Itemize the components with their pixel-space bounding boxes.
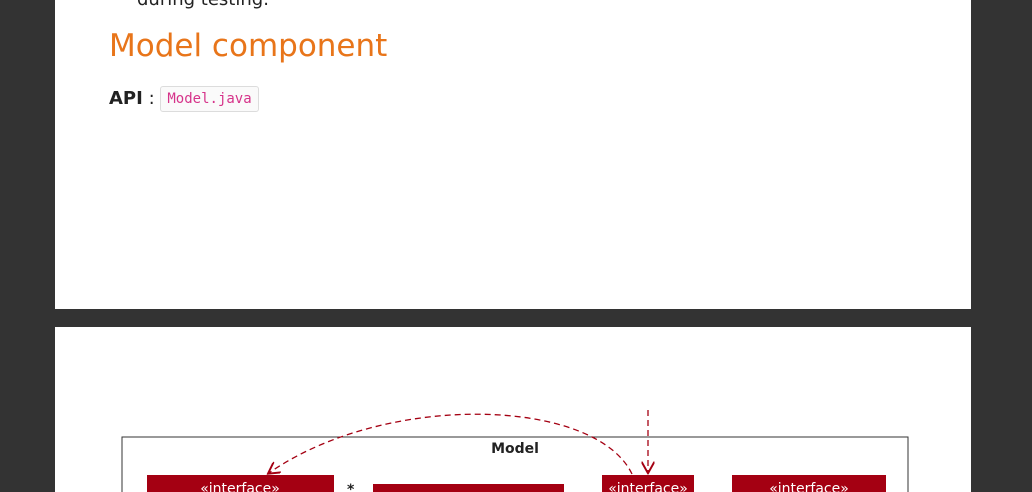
class-box-4-stereotype: «interface»	[769, 481, 849, 492]
document-page-1: during testing. Model component API : Mo…	[55, 0, 971, 309]
section-heading: Model component	[109, 28, 388, 64]
class-box-1-stereotype: «interface»	[200, 481, 280, 492]
api-line: API : Model.java	[109, 86, 259, 112]
class-box-4: «interface»	[732, 475, 886, 492]
document-page-2: Model «interface» * «interface» «interfa…	[55, 327, 971, 492]
previous-section-text: during testing.	[137, 0, 269, 10]
api-label: API	[109, 88, 143, 109]
multiplicity-label: *	[347, 482, 355, 492]
class-box-1: «interface»	[147, 475, 334, 492]
api-separator: :	[148, 88, 155, 109]
dependency-arrow-curved	[269, 413, 633, 474]
class-box-2	[373, 484, 564, 492]
model-class-diagram: Model «interface» * «interface» «interfa…	[121, 410, 909, 492]
class-box-3: «interface»	[602, 475, 694, 492]
class-box-3-stereotype: «interface»	[608, 481, 688, 492]
api-file-link[interactable]: Model.java	[160, 86, 259, 112]
model-package-label: Model	[491, 441, 539, 457]
